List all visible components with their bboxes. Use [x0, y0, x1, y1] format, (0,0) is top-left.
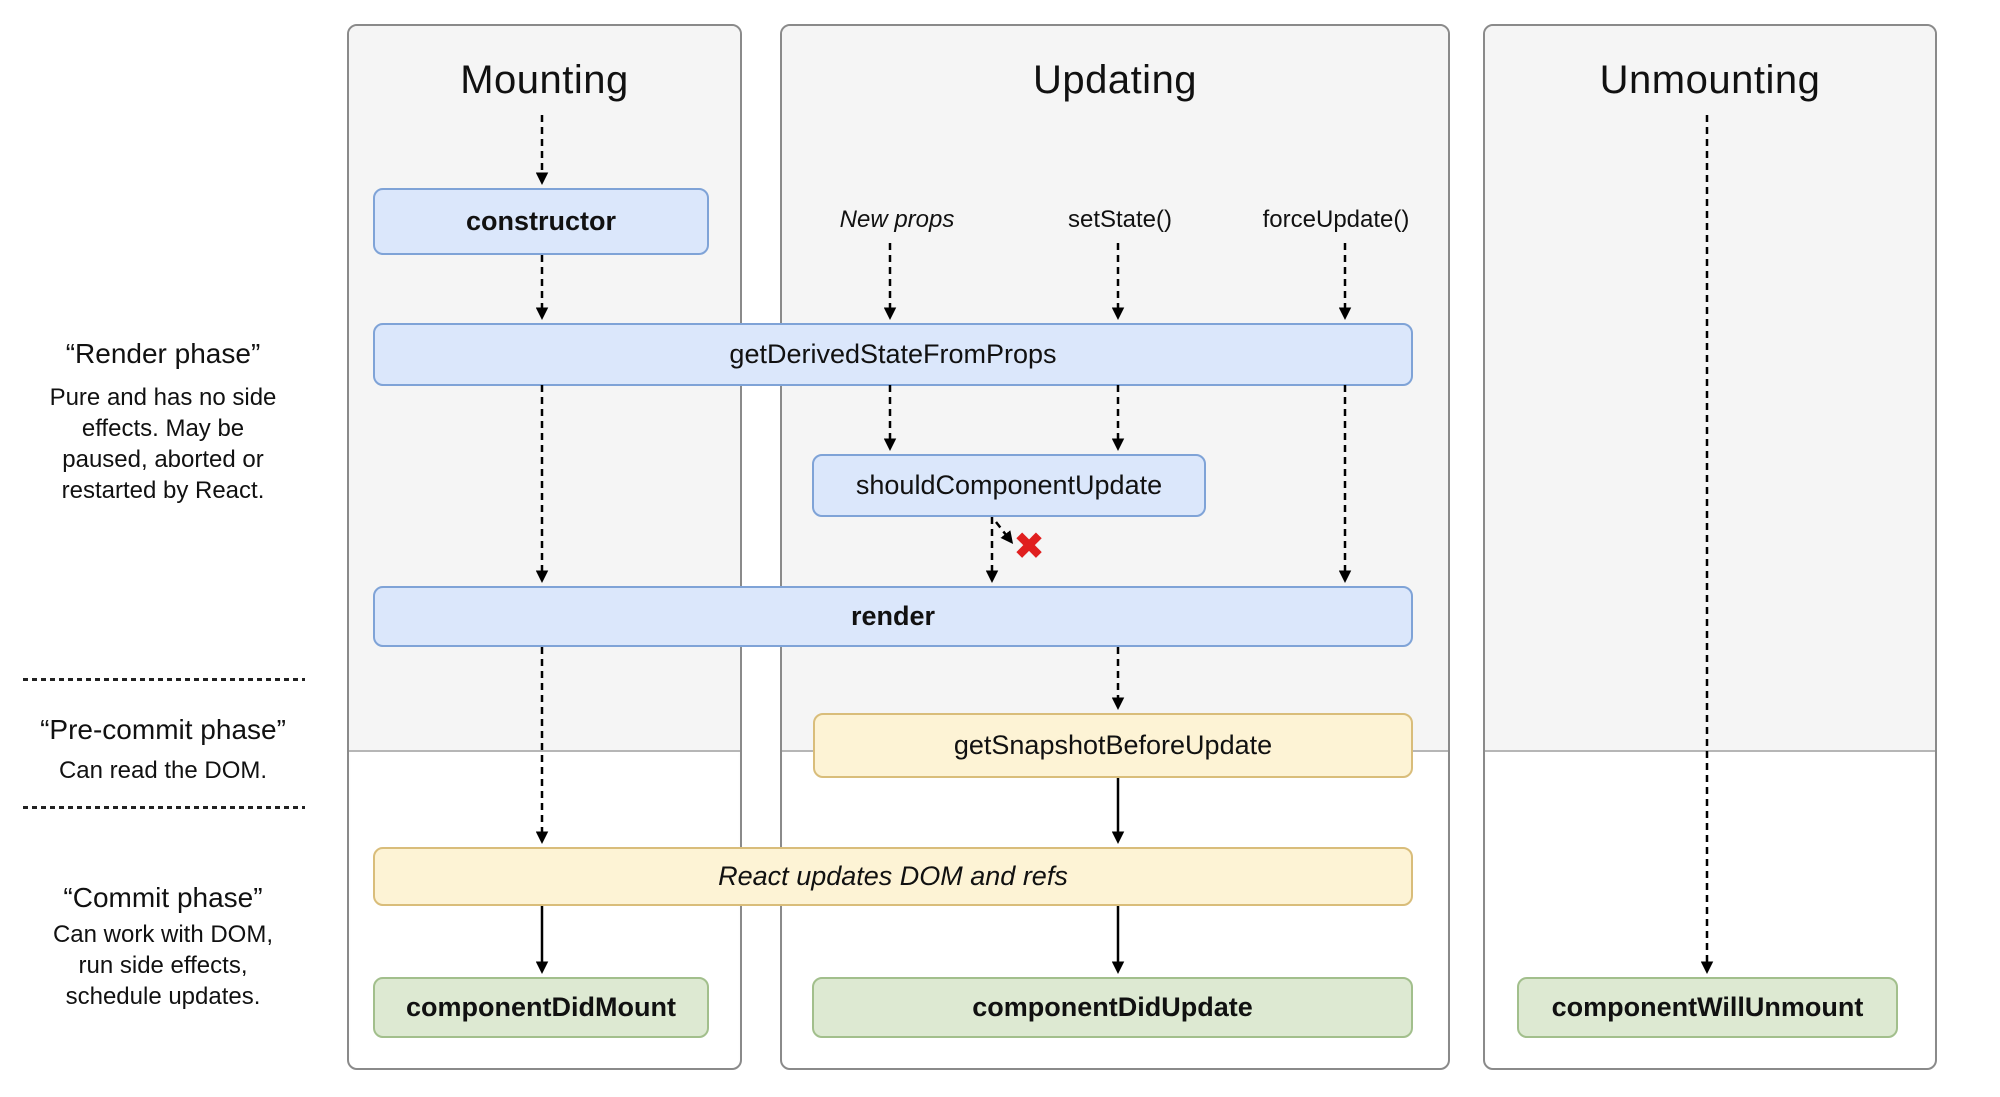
column-mounting: Mounting [347, 24, 742, 1070]
lifecycle-box-componentdidupdate[interactable]: componentDidUpdate [812, 977, 1413, 1038]
lifecycle-box-componentdidmount[interactable]: componentDidMount [373, 977, 709, 1038]
lifecycle-box-componentwillunmount[interactable]: componentWillUnmount [1517, 977, 1898, 1038]
trigger-set-state: setState() [1067, 206, 1173, 233]
phase-label-render: “Render phase” [65, 338, 261, 369]
lifecycle-box-react-updates-dom: React updates DOM and refs [373, 847, 1413, 906]
phase-label-commit: “Commit phase” [63, 882, 263, 913]
phase-description-precommit: Can read the DOM. [58, 757, 268, 784]
no-update-x-icon: ✖ [1013, 524, 1045, 568]
lifecycle-box-render[interactable]: render [373, 586, 1413, 647]
column-unmounting: Unmounting [1483, 24, 1937, 1070]
phase-description-commit: Can work with DOM, run side effects, sch… [52, 921, 274, 1010]
column-title-mounting: Mounting [460, 58, 629, 102]
render-phase-background [1485, 26, 1935, 752]
lifecycle-box-shouldcomponentupdate[interactable]: shouldComponentUpdate [812, 454, 1206, 517]
phase-separator [23, 806, 305, 809]
column-title-unmounting: Unmounting [1599, 58, 1821, 102]
lifecycle-box-getsnapshotbeforeupdate[interactable]: getSnapshotBeforeUpdate [813, 713, 1413, 778]
column-updating: Updating [780, 24, 1450, 1070]
lifecycle-box-getderivedstatefromprops[interactable]: getDerivedStateFromProps [373, 323, 1413, 386]
phase-separator [23, 678, 305, 681]
phase-label-precommit: “Pre-commit phase” [40, 714, 286, 745]
trigger-new-props: New props [839, 206, 955, 233]
lifecycle-box-constructor[interactable]: constructor [373, 188, 709, 255]
trigger-force-update: forceUpdate() [1262, 206, 1410, 233]
column-title-updating: Updating [1032, 58, 1198, 102]
phase-description-render: Pure and has no side effects. May be pau… [49, 384, 277, 504]
